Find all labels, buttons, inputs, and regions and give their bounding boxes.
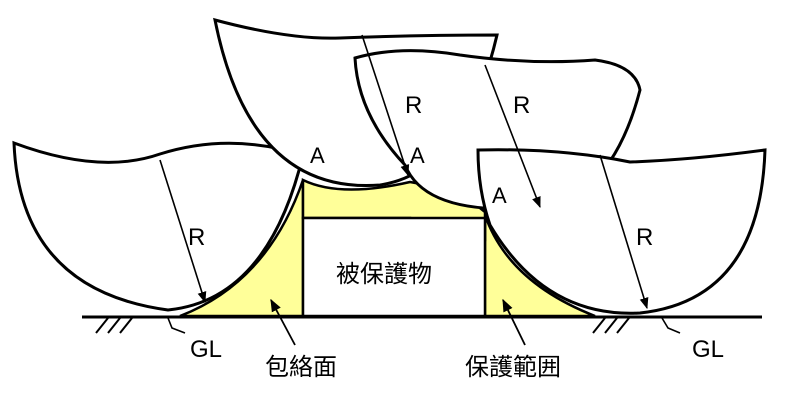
ground-hatch bbox=[95, 317, 630, 334]
label-r-right: R bbox=[636, 224, 653, 251]
label-a-left: A bbox=[310, 143, 325, 168]
envelope-arrow bbox=[270, 298, 296, 346]
annotation-arrows bbox=[270, 298, 526, 346]
label-a-right: A bbox=[492, 183, 507, 208]
label-gl-left: GL bbox=[190, 336, 222, 363]
label-r-left: R bbox=[188, 224, 205, 251]
label-protection-range: 保護範囲 bbox=[465, 353, 561, 381]
gl-leaders bbox=[167, 317, 681, 334]
rolling-spheres bbox=[12, 17, 767, 315]
protection-range-arrow bbox=[502, 298, 526, 346]
radius-arrow-left bbox=[159, 159, 207, 304]
label-gl-right: GL bbox=[692, 336, 724, 363]
radius-arrow-right bbox=[599, 154, 649, 310]
label-r-top-right: R bbox=[513, 92, 530, 119]
radius-arrow-top-center bbox=[361, 34, 410, 177]
protected-object-box bbox=[301, 216, 487, 318]
label-a-center: A bbox=[410, 143, 425, 168]
label-protected-object: 被保護物 bbox=[336, 260, 432, 288]
radius-arrows bbox=[159, 34, 649, 310]
sphere-left bbox=[12, 140, 305, 312]
radius-arrow-top-right bbox=[484, 64, 541, 209]
sphere-right bbox=[476, 148, 767, 315]
labels: R R R R A A A GL GL 被保護物 包絡面 保護範囲 bbox=[188, 92, 724, 381]
label-r-top-center: R bbox=[405, 92, 422, 119]
label-envelope-surface: 包絡面 bbox=[265, 353, 337, 381]
